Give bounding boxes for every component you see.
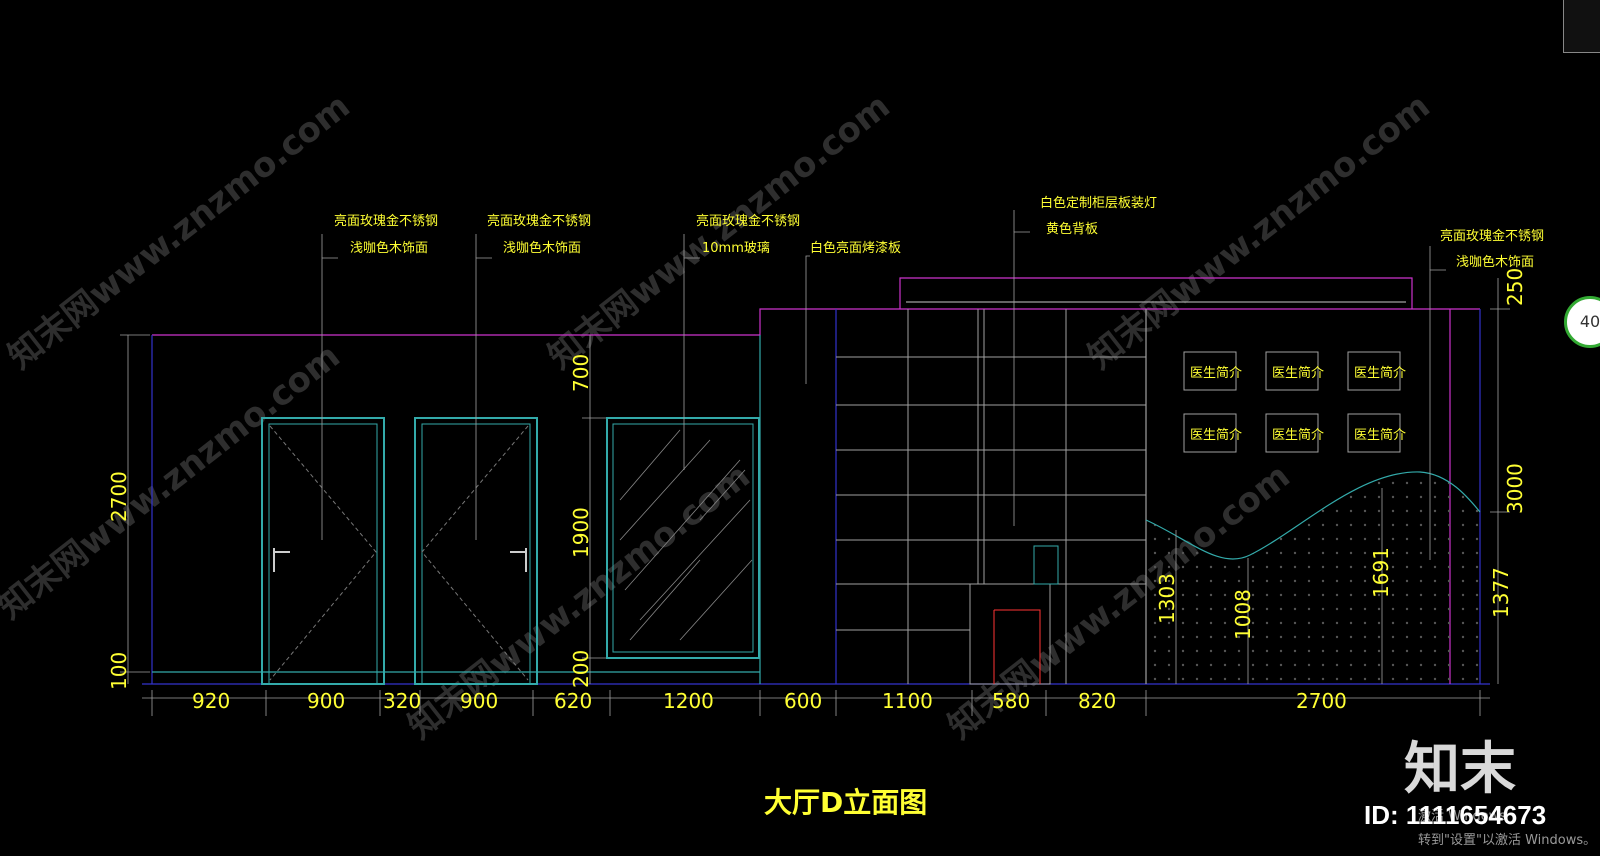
brand-logo: 知末 — [1404, 737, 1516, 802]
cabinet-grid — [836, 309, 1146, 685]
leader-lines — [321, 210, 1446, 560]
vertical-dimensions: 2700 100 700 1900 200 250 3000 1377 1303… — [107, 268, 1527, 690]
dim-wave-1691: 1691 — [1369, 547, 1393, 598]
door2-label-1: 亮面玫瑰金不锈钢 — [487, 213, 591, 229]
drawing-title: 大厅D立面图 — [764, 786, 927, 819]
watermark-2: 知末网www.znzmo.com — [541, 86, 898, 377]
doctor-label-1: 医生简介 — [1190, 365, 1242, 381]
dim-320: 320 — [383, 689, 421, 713]
dim-right-total: 3000 — [1503, 463, 1527, 514]
dimension-lines — [120, 278, 1510, 716]
doctor-frames — [1183, 351, 1401, 453]
right-label-1: 亮面玫瑰金不锈钢 — [1440, 228, 1544, 244]
doctor-labels: 医生简介 医生简介 医生简介 医生简介 医生简介 医生简介 — [1190, 365, 1406, 443]
right-label-2: 浅咖色木饰面 — [1456, 254, 1534, 270]
doctor-label-2: 医生简介 — [1272, 365, 1324, 381]
doctor-label-4: 医生简介 — [1190, 427, 1242, 443]
doctor-label-3: 医生简介 — [1354, 365, 1406, 381]
door1-label-2: 浅咖色木饰面 — [350, 240, 428, 256]
dim-left-base: 100 — [107, 652, 131, 690]
dim-right-top: 250 — [1503, 268, 1527, 306]
activation-line-1: 激活 Windows — [1418, 809, 1506, 824]
dim-580: 580 — [992, 689, 1030, 713]
annotations: 亮面玫瑰金不锈钢 浅咖色木饰面 亮面玫瑰金不锈钢 浅咖色木饰面 亮面玫瑰金不锈钢… — [334, 195, 1544, 270]
glass-panel — [606, 417, 760, 659]
wave-panel — [1145, 471, 1481, 684]
dim-wave-1303: 1303 — [1155, 573, 1179, 624]
dim-right-lower: 1377 — [1489, 567, 1513, 618]
doctor-label-6: 医生简介 — [1354, 427, 1406, 443]
dim-left-total: 2700 — [107, 471, 131, 522]
zoom-badge[interactable]: 40 — [1564, 296, 1600, 348]
dim-1100: 1100 — [882, 689, 933, 713]
watermark-1: 知末网www.znzmo.com — [1, 86, 358, 377]
dim-glass-top: 700 — [569, 354, 593, 392]
dim-920: 920 — [192, 689, 230, 713]
glass-label-2: 10mm玻璃 — [702, 241, 770, 256]
panel-label: 白色亮面烤漆板 — [810, 240, 901, 256]
dim-wave-1008: 1008 — [1231, 589, 1255, 640]
activation-line-2: 转到"设置"以激活 Windows。 — [1418, 833, 1596, 848]
bottom-dimensions: 920 900 320 900 620 1200 600 1100 580 82… — [192, 689, 1347, 713]
dim-900-b: 900 — [460, 689, 498, 713]
dim-900-a: 900 — [307, 689, 345, 713]
viewport-corner-button[interactable] — [1563, 0, 1600, 53]
dim-620: 620 — [554, 689, 592, 713]
watermark-4: 知末网www.znzmo.com — [0, 336, 348, 627]
dim-820: 820 — [1078, 689, 1116, 713]
dim-glass-mid: 1900 — [569, 507, 593, 558]
watermark-3: 知末网www.znzmo.com — [1081, 86, 1438, 377]
door2-label-2: 浅咖色木饰面 — [503, 240, 581, 256]
dim-1200: 1200 — [663, 689, 714, 713]
door1-label-1: 亮面玫瑰金不锈钢 — [334, 213, 438, 229]
dim-600: 600 — [784, 689, 822, 713]
glass-label-1: 亮面玫瑰金不锈钢 — [696, 213, 800, 229]
drawing-id: ID: 1111654673 — [1364, 800, 1547, 830]
dim-glass-bottom: 200 — [569, 650, 593, 688]
cabinet-label-2: 黄色背板 — [1046, 221, 1098, 237]
dim-2700-bottom: 2700 — [1296, 689, 1347, 713]
door-1 — [261, 417, 385, 685]
doctor-label-5: 医生简介 — [1272, 427, 1324, 443]
cabinet-label-1: 白色定制柜层板装灯 — [1040, 195, 1157, 211]
